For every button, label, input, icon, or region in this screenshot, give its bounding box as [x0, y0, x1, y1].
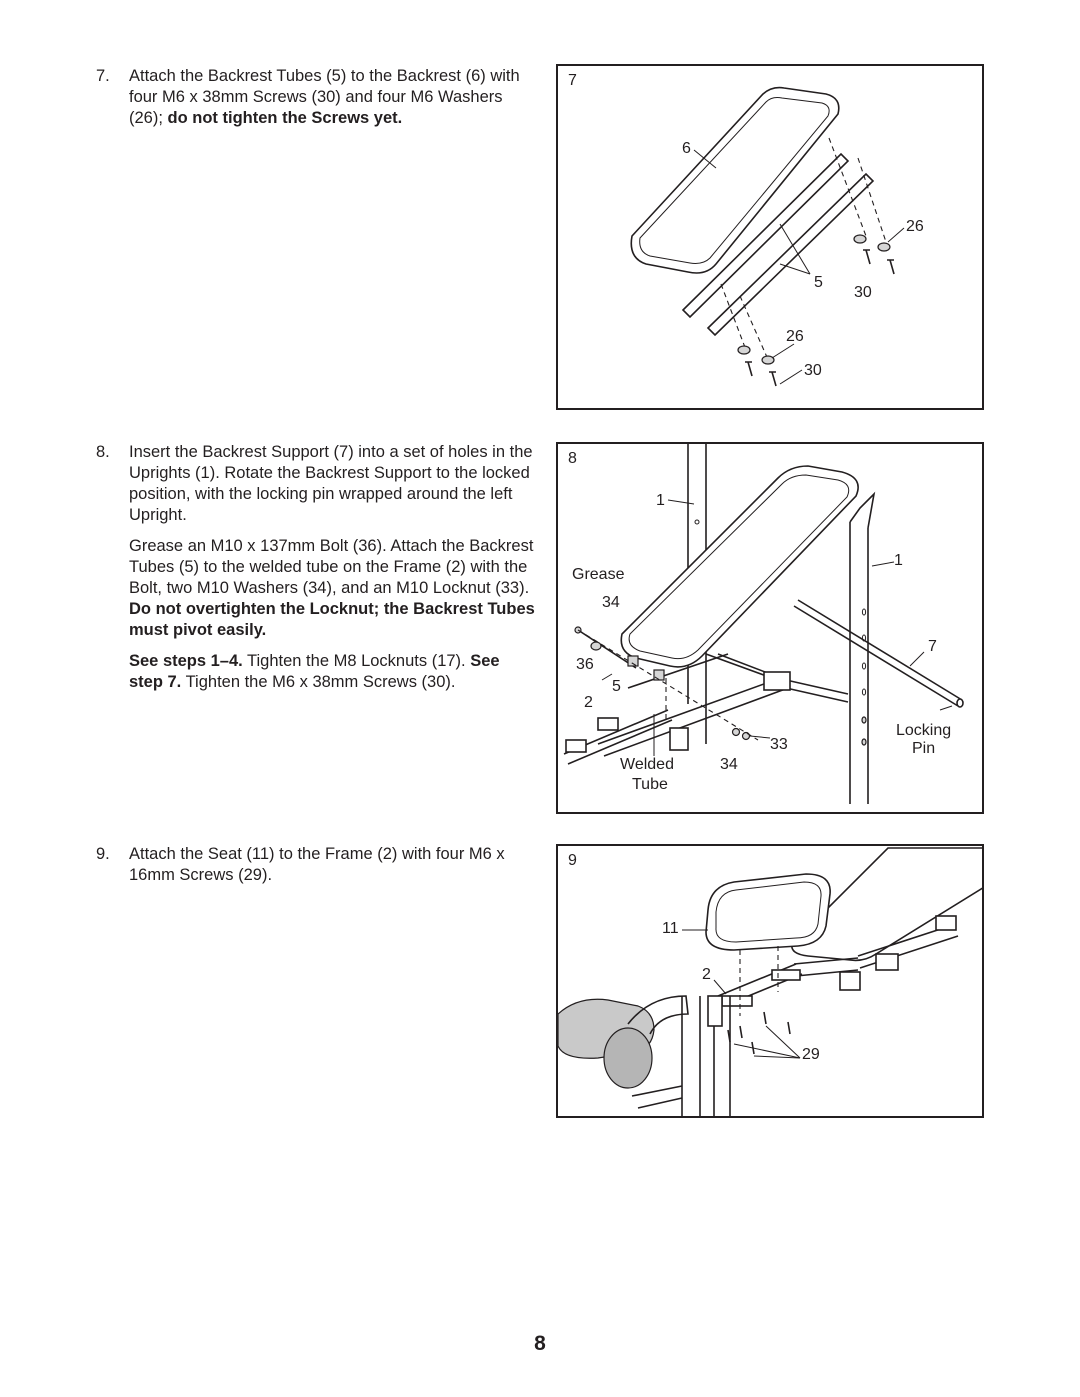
step-warning: do not tighten the Screws yet.: [167, 109, 403, 127]
figure-number: 8: [568, 450, 577, 467]
step-text: Insert the Backrest Support (7) into a s…: [129, 443, 533, 524]
page-number: 8: [534, 1332, 546, 1355]
figure-number: 9: [568, 852, 577, 869]
backrest-support-illustration: [563, 444, 964, 804]
figure-9: 9 11 2 29: [556, 844, 984, 1118]
callout-locknut: 33: [770, 736, 788, 753]
callout-backrest-tubes: 5: [612, 678, 621, 695]
step-text: Attach the Backrest Tubes (5) to the Bac…: [129, 67, 520, 127]
step-paragraph: See steps 1–4. Tighten the M8 Locknuts (…: [129, 651, 536, 693]
callout-backrest-tubes: 5: [814, 274, 823, 291]
callout-upright-left: 1: [656, 492, 665, 509]
figure-7: 7 6 26 5 30 26 30: [556, 64, 984, 410]
callout-welded: Welded: [620, 756, 674, 773]
callout-screws: 29: [802, 1046, 820, 1063]
callout-washer-left: 34: [602, 594, 620, 611]
step-paragraph: Grease an M10 x 137mm Bolt (36). Attach …: [129, 536, 536, 641]
callout-frame: 2: [702, 966, 711, 983]
callout-washer-bottom: 34: [720, 756, 738, 773]
callout-tube: Tube: [632, 776, 668, 793]
callout-frame: 2: [584, 694, 593, 711]
step-warning: Do not overtighten the Locknut; the Back…: [129, 600, 535, 639]
callout-washers-right: 26: [906, 218, 924, 235]
step-reference: See steps 1–4.: [129, 652, 243, 670]
step-text: Tighten the M8 Locknuts (17).: [247, 652, 466, 670]
step-number: 8.: [96, 443, 110, 461]
step-paragraph: Attach the Backrest Tubes (5) to the Bac…: [129, 66, 536, 129]
backrest-tubes-illustration: [630, 86, 905, 387]
callout-seat: 11: [662, 920, 679, 937]
figure-8: 8 1 1 Grease 34 7 36 5 2 Locking Pin 33 …: [556, 442, 984, 814]
step-number: 7.: [96, 67, 110, 85]
callout-backrest: 6: [682, 140, 691, 157]
callout-bolt: 36: [576, 656, 594, 673]
callout-pin: Pin: [912, 740, 936, 757]
step-paragraph: Attach the Seat (11) to the Frame (2) wi…: [129, 844, 536, 886]
step-paragraph: Insert the Backrest Support (7) into a s…: [129, 442, 536, 526]
seat-illustration: [558, 847, 982, 1116]
step-9: 9. Attach the Seat (11) to the Frame (2)…: [96, 844, 536, 896]
callout-grease: Grease: [572, 566, 625, 583]
step-reference: See step 7.: [129, 652, 500, 691]
callout-screws-bottom: 30: [804, 362, 822, 379]
callout-upright-right: 1: [894, 552, 903, 569]
step-7: 7. Attach the Backrest Tubes (5) to the …: [96, 66, 536, 139]
step-text: Tighten the M6 x 38mm Screws (30).: [185, 673, 456, 691]
step-number: 9.: [96, 845, 110, 863]
figure-number: 7: [568, 72, 577, 89]
step-text: Attach the Seat (11) to the Frame (2) wi…: [129, 845, 505, 884]
step-8: 8. Insert the Backrest Support (7) into …: [96, 442, 536, 703]
callout-locking: Locking: [896, 722, 952, 739]
callout-screws-right: 30: [854, 284, 872, 301]
callout-washers-bottom: 26: [786, 328, 804, 345]
step-text: Grease an M10 x 137mm Bolt (36). Attach …: [129, 537, 534, 597]
callout-backrest-support: 7: [928, 638, 937, 655]
